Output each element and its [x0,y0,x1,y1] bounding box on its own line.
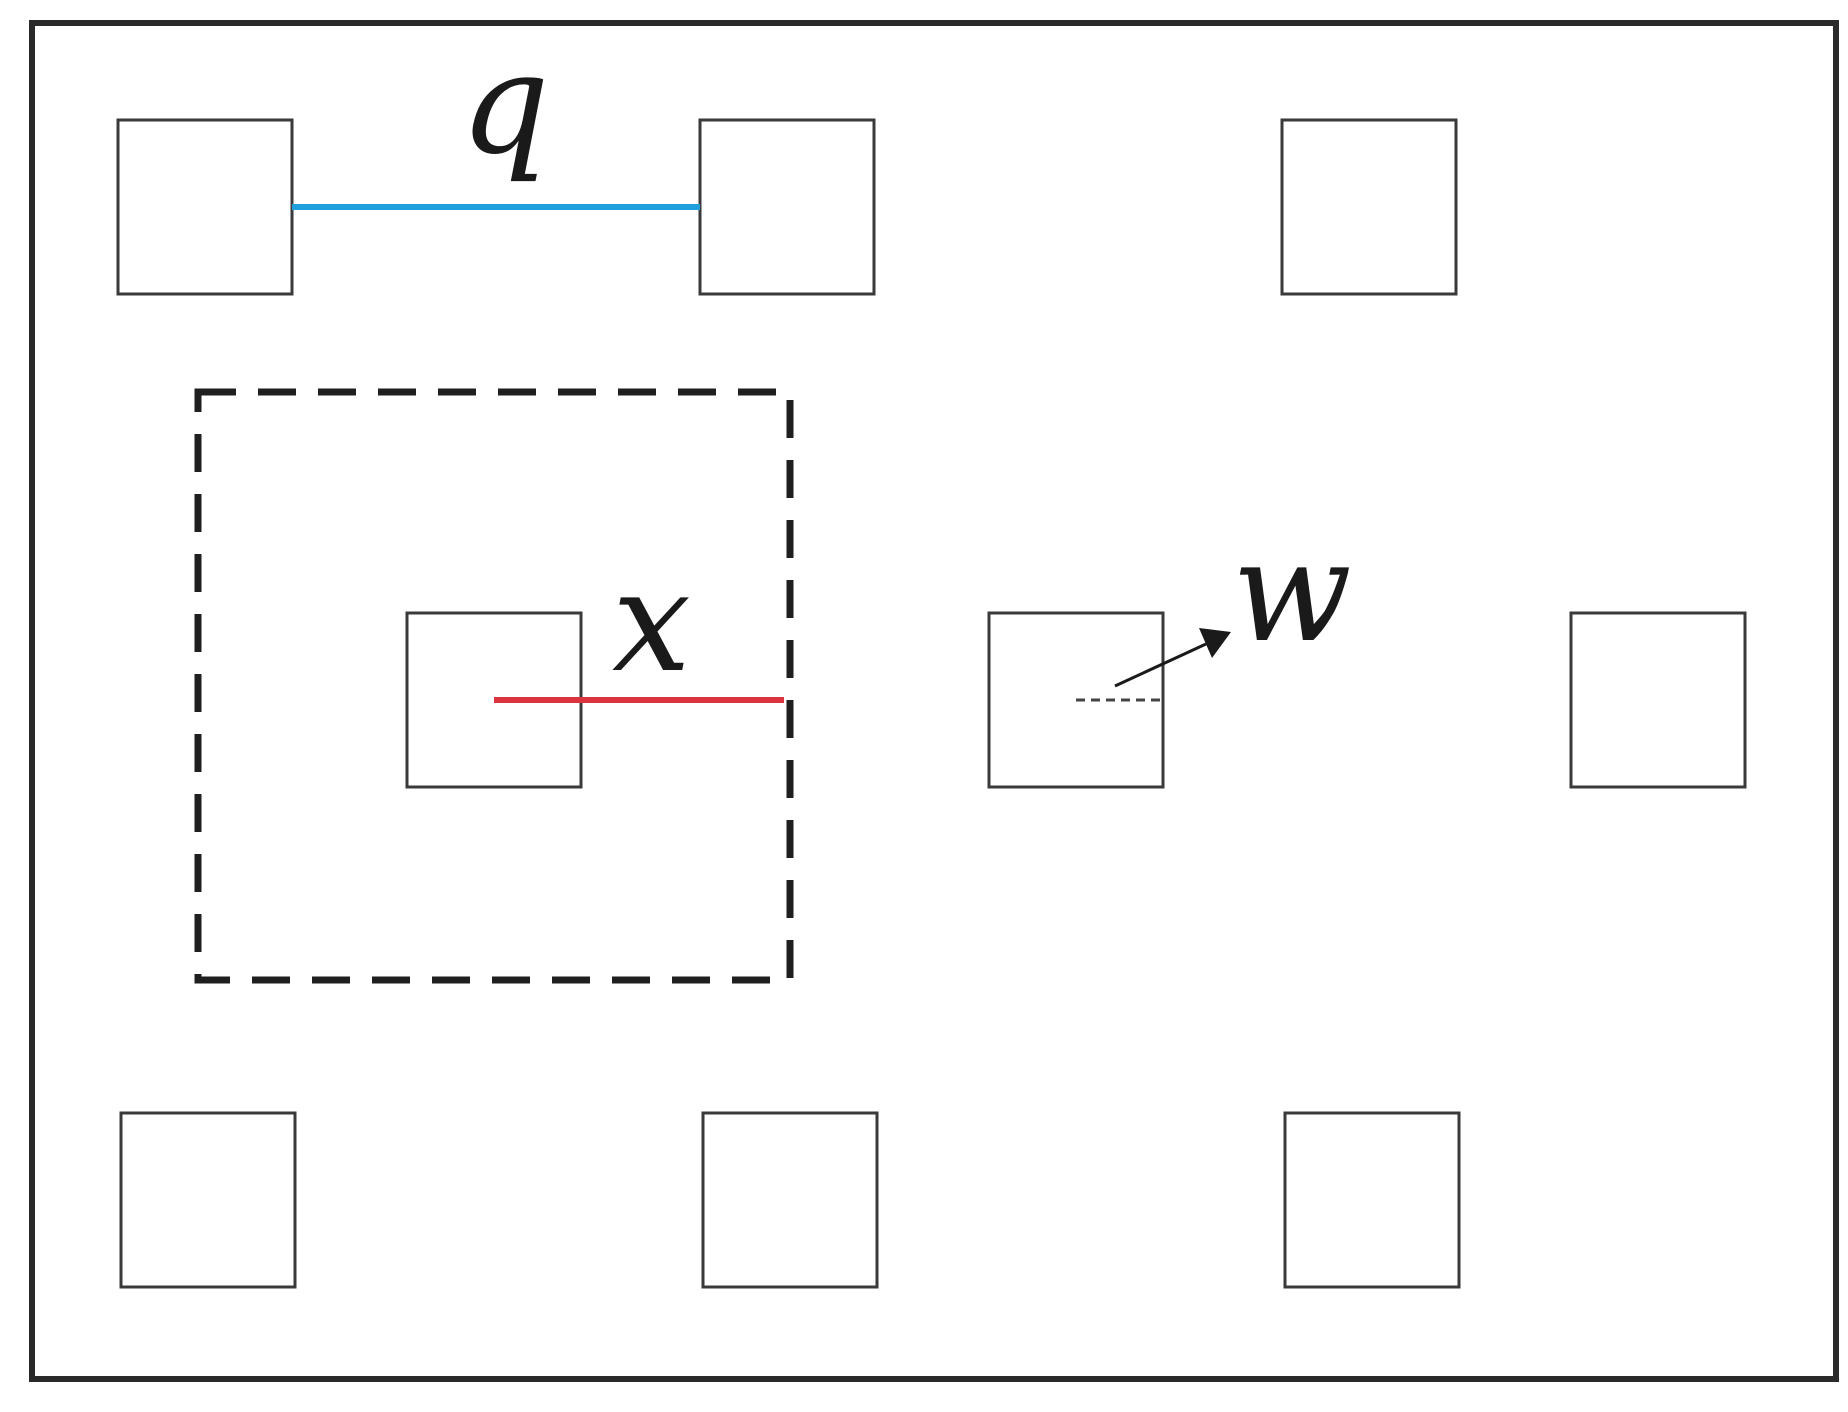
square-r2-c2 [987,611,1165,789]
square-r2-c3 [1569,611,1747,789]
w-arrow-shaft [1114,642,1207,688]
square-r3-c1 [119,1111,297,1289]
outer-frame [29,20,1839,1382]
q-label: q [460,23,550,186]
dashed-unit-cell [194,388,794,984]
x-label: x [612,541,691,704]
square-r1-c1 [116,118,294,296]
square-r1-c2 [698,118,876,296]
w-label: w [1232,511,1352,674]
w-arrow-head [1199,628,1231,658]
square-r1-c3 [1280,118,1458,296]
square-r3-c2 [701,1111,879,1289]
square-r3-c3 [1283,1111,1461,1289]
